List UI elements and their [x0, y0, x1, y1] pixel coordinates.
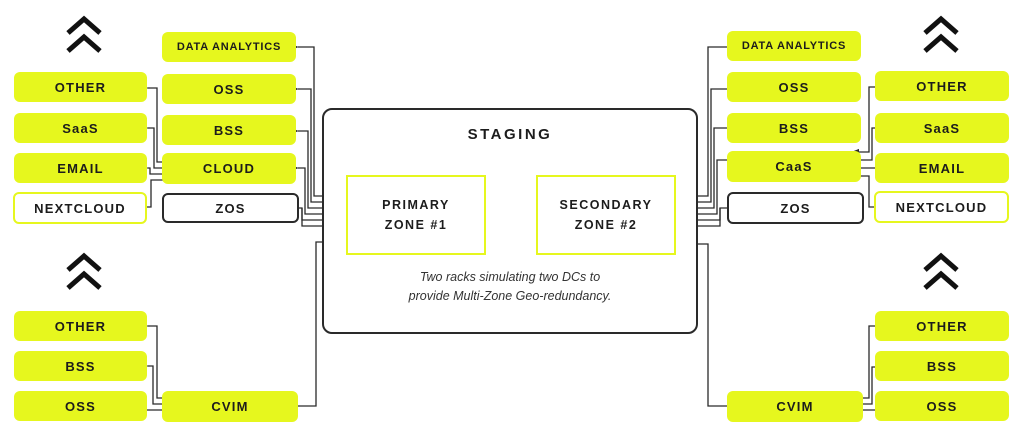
left-cloud-box: CLOUD — [162, 153, 296, 184]
right-nextcloud-box: NEXTCLOUD — [874, 191, 1009, 223]
right-other-box: OTHER — [875, 71, 1009, 101]
primary-zone-line-2: ZONE #1 — [384, 218, 448, 232]
left-bottom-other-box: OTHER — [14, 311, 147, 341]
caption-line-2: provide Multi-Zone Geo-redundancy. — [408, 289, 612, 303]
right-bss-box: BSS — [727, 113, 861, 143]
staging-title: STAGING — [467, 126, 553, 143]
right-data-analytics-box: DATA ANALYTICS — [727, 31, 861, 61]
primary-zone-line-1: PRIMARY — [382, 198, 450, 212]
wire-left-bottom-other — [140, 322, 176, 402]
primary-zone: PRIMARY ZONE #1 — [346, 175, 486, 255]
right-bottom-bss-box: BSS — [875, 351, 1009, 381]
secondary-zone-line-2: ZONE #2 — [574, 218, 638, 232]
left-bottom-bss-box: BSS — [14, 351, 147, 381]
double-chevron-up-icon — [66, 15, 102, 53]
double-chevron-up-icon — [923, 252, 959, 290]
right-bottom-other-box: OTHER — [875, 311, 1009, 341]
left-zos-box: ZOS — [162, 193, 299, 223]
left-nextcloud-box: NEXTCLOUD — [13, 192, 147, 224]
left-cvim-box: CVIM — [162, 391, 298, 422]
right-cvim-box: CVIM — [727, 391, 863, 422]
right-zos-box: ZOS — [727, 192, 864, 224]
right-bottom-oss-box: OSS — [875, 391, 1009, 421]
secondary-zone: SECONDARY ZONE #2 — [536, 175, 676, 255]
left-oss-box: OSS — [162, 74, 296, 104]
left-email-box: EMAIL — [14, 153, 147, 183]
right-saas-box: SaaS — [875, 113, 1009, 143]
staging-caption: Two racks simulating two DCs to provide … — [322, 268, 698, 306]
right-caas-box: CaaS — [727, 151, 861, 182]
double-chevron-up-icon — [923, 15, 959, 53]
secondary-zone-line-1: SECONDARY — [559, 198, 653, 212]
right-oss-box: OSS — [727, 72, 861, 102]
left-other-box: OTHER — [14, 72, 147, 102]
left-saas-box: SaaS — [14, 113, 147, 143]
left-data-analytics-box: DATA ANALYTICS — [162, 32, 296, 62]
right-email-box: EMAIL — [875, 153, 1009, 183]
left-bottom-oss-box: OSS — [14, 391, 147, 421]
caption-line-1: Two racks simulating two DCs to — [419, 270, 601, 284]
double-chevron-up-icon — [66, 252, 102, 290]
left-bss-box: BSS — [162, 115, 296, 145]
